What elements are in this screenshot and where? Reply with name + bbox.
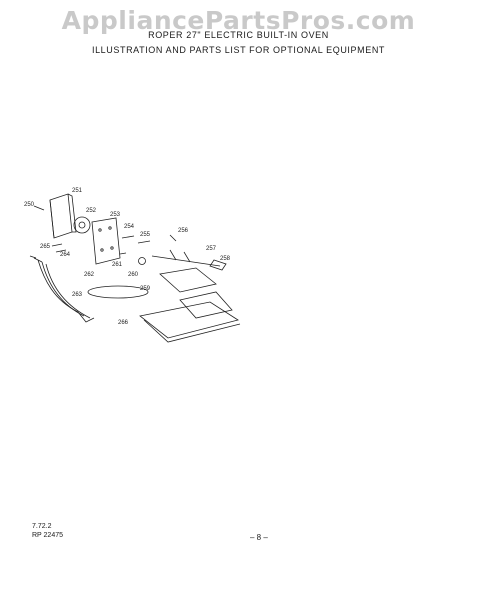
callout-253: 253 xyxy=(110,212,121,218)
date-code: 7.72.2 xyxy=(32,523,52,530)
callout-266: 266 xyxy=(118,320,129,326)
callout-254: 254 xyxy=(124,224,135,230)
document-subtitle: ILLUSTRATION AND PARTS LIST FOR OPTIONAL… xyxy=(91,45,386,55)
callout-265: 265 xyxy=(40,244,51,250)
footer-codes: 7.72.2 RP 22475 xyxy=(32,522,63,540)
callout-259: 259 xyxy=(140,286,151,292)
callout-252: 252 xyxy=(86,208,97,214)
callout-256: 256 xyxy=(178,228,189,234)
callout-260: 260 xyxy=(128,272,139,278)
watermark-logo: AppliancePartsPros.com xyxy=(61,6,416,35)
callout-264: 264 xyxy=(60,252,71,258)
callout-261: 261 xyxy=(112,262,123,268)
callout-251: 251 xyxy=(72,188,83,194)
callout-258: 258 xyxy=(220,256,231,262)
callout-262: 262 xyxy=(84,272,95,278)
callout-263: 263 xyxy=(72,292,83,298)
callout-255: 255 xyxy=(140,232,151,238)
callout-250: 250 xyxy=(24,202,35,208)
callout-257: 257 xyxy=(206,246,217,252)
document-title: ROPER 27" ELECTRIC BUILT-IN OVEN xyxy=(148,30,329,40)
page-number: – 8 – xyxy=(250,533,268,542)
parts-exploded-diagram: 250 251 252 253 254 255 256 257 258 259 … xyxy=(24,188,241,343)
part-number: RP 22475 xyxy=(32,532,64,539)
